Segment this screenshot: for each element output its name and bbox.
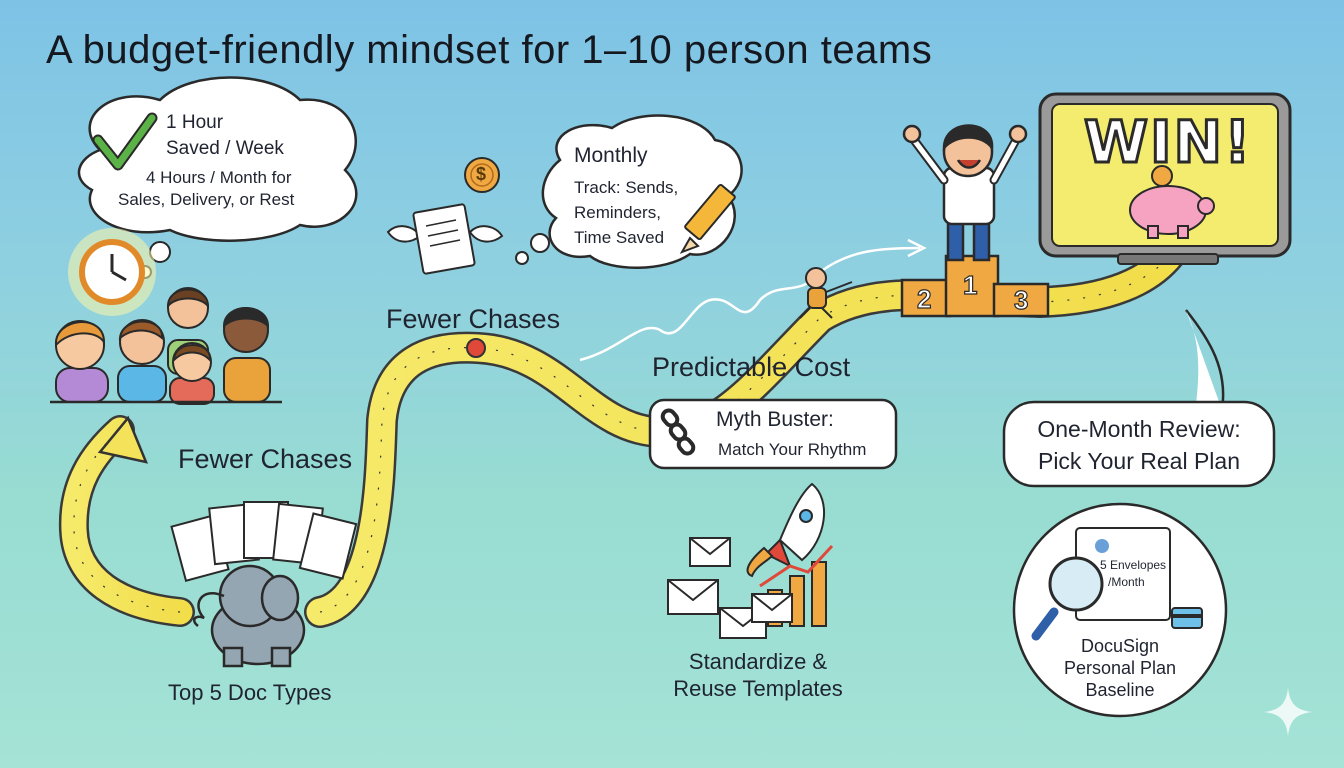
rocket-icon [746,482,826,578]
sparkle-icon [1264,688,1312,736]
chain-icon [660,408,696,456]
standardize-line-1: Standardize & [688,649,828,674]
pencil-icon [679,183,736,254]
page-title: A budget-friendly mindset for 1–10 perso… [46,28,933,72]
predictable-cost-label: Predictable Cost [652,352,851,382]
road-marker [466,338,486,358]
podium-second: 2 [916,283,932,314]
podium-third: 3 [1013,284,1029,315]
monthly-bubble-line-1: Monthly [574,144,648,167]
monthly-bubble-line-3: Reminders, [574,203,661,222]
podium-first: 1 [962,269,978,300]
piggy-bank-icon [1129,165,1215,239]
running-person-illustration [799,267,853,319]
review-speech-bubble [1002,309,1276,488]
envelope-icon [667,537,793,639]
review-line-2: Pick Your Real Plan [1037,448,1240,474]
flying-document-icon [386,203,504,275]
clock-icon [68,228,156,316]
standardize-label: Standardize & Reuse Templates [670,648,846,702]
baseline-line-3: Baseline [1085,680,1155,700]
time-bubble-line-2: Saved / Week [166,138,284,159]
credit-card-icon [1171,607,1203,629]
review-line-1: One-Month Review: [1037,416,1241,442]
fewer-chases-upper-label: Fewer Chases [386,304,561,334]
swirl-arrow [579,246,921,362]
podium [900,254,1050,318]
celebrating-person-illustration [902,124,1028,262]
myth-buster-box [648,398,898,470]
standardize-line-2: Reuse Templates [673,676,843,701]
time-bubble-line-4: Sales, Delivery, or Rest [118,190,295,209]
coin-icon [464,157,500,193]
elephant-icon [193,564,306,668]
top-doc-types-label: Top 5 Doc Types [168,680,332,705]
time-bubble-line-1: 1 Hour [166,112,224,133]
arrow-head-icon [97,415,149,464]
team-people-illustration [50,287,282,405]
fewer-chases-lower-label: Fewer Chases [178,444,353,474]
baseline-line-2: Personal Plan [1063,658,1177,678]
baseline-doc-line-2: /Month [1108,575,1145,589]
monthly-bubble-line-2: Track: Sends, [574,178,679,197]
time-bubble-line-3: 4 Hours / Month for [146,168,292,187]
magnifier-icon [1031,556,1104,641]
coin-symbol: $ [476,164,487,184]
documents-stack-icon [170,501,358,582]
monthly-bubble-line-4: Time Saved [574,228,665,247]
myth-buster-title: Myth Buster: [716,408,834,431]
time-saved-thought-bubble [77,76,358,279]
win-sign-text: WIN! [1083,107,1253,178]
myth-buster-subtitle: Match Your Rhythm [718,440,867,459]
baseline-doc-line-1: 5 Envelopes [1100,558,1167,572]
baseline-line-1: DocuSign [1080,636,1160,656]
